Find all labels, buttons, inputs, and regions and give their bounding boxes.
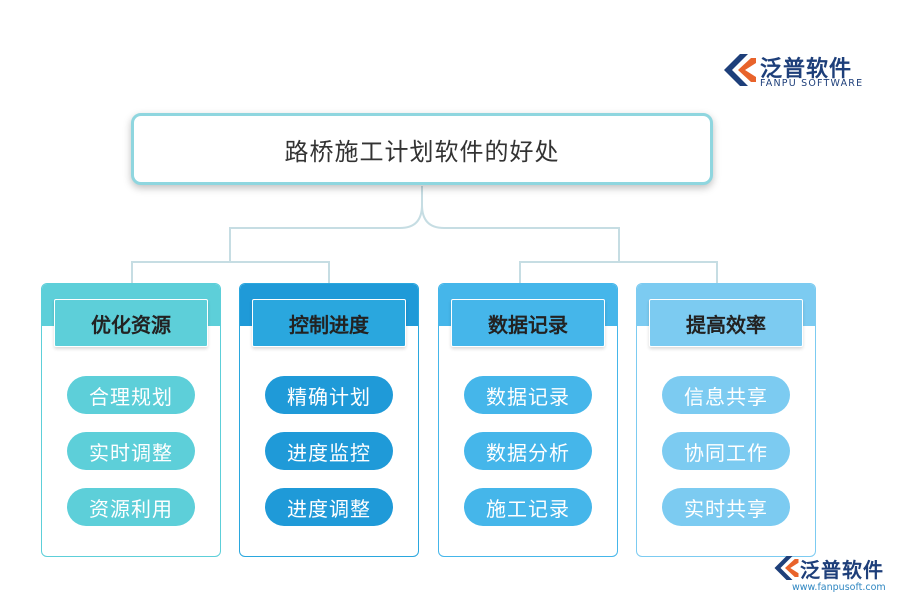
- logo-name: 泛普软件: [760, 57, 853, 82]
- item-label: 施工记录: [486, 496, 570, 521]
- column-header: 优化资源: [54, 299, 208, 347]
- item-label: 实时共享: [684, 496, 768, 521]
- item-pill: 精确计划: [265, 376, 393, 414]
- item-label: 合理规划: [89, 384, 173, 409]
- item-label: 数据分析: [486, 440, 570, 465]
- watermark-url: www.fanpusoft.com: [792, 582, 886, 593]
- column-heading: 优化资源: [91, 312, 171, 337]
- column-header: 数据记录: [451, 299, 605, 347]
- column-control-progress: 控制进度 精确计划 进度监控 进度调整: [239, 283, 419, 557]
- column-heading: 提高效率: [686, 312, 766, 337]
- item-pill: 数据分析: [464, 432, 592, 470]
- item-pill: 协同工作: [662, 432, 790, 470]
- item-label: 资源利用: [89, 496, 173, 521]
- logo: 泛普软件 FANPU SOFTWARE: [718, 50, 868, 94]
- item-label: 协同工作: [684, 440, 768, 465]
- watermark: 泛普软件 www.fanpusoft.com: [770, 553, 895, 597]
- item-pill: 进度调整: [265, 488, 393, 526]
- diagram-title: 路桥施工计划软件的好处: [284, 137, 560, 166]
- item-pill: 施工记录: [464, 488, 592, 526]
- item-pill: 数据记录: [464, 376, 592, 414]
- column-optimize-resources: 优化资源 合理规划 实时调整 资源利用: [41, 283, 221, 557]
- item-pill: 资源利用: [67, 488, 195, 526]
- item-label: 精确计划: [287, 384, 371, 409]
- title-box: 路桥施工计划软件的好处: [131, 113, 713, 185]
- item-pill: 信息共享: [662, 376, 790, 414]
- item-pill: 进度监控: [265, 432, 393, 470]
- column-data-records: 数据记录 数据记录 数据分析 施工记录: [438, 283, 618, 557]
- item-label: 数据记录: [486, 384, 570, 409]
- column-heading: 控制进度: [289, 312, 369, 337]
- column-header: 提高效率: [649, 299, 803, 347]
- item-label: 信息共享: [684, 384, 768, 409]
- fanpu-logo-icon: [774, 556, 799, 580]
- logo-subtitle: FANPU SOFTWARE: [760, 78, 864, 89]
- column-heading: 数据记录: [488, 312, 568, 337]
- item-label: 进度监控: [287, 440, 371, 465]
- item-label: 实时调整: [89, 440, 173, 465]
- fanpu-logo-icon: [724, 54, 756, 86]
- column-improve-efficiency: 提高效率 信息共享 协同工作 实时共享: [636, 283, 816, 557]
- watermark-name: 泛普软件: [800, 558, 884, 582]
- item-pill: 实时共享: [662, 488, 790, 526]
- item-pill: 合理规划: [67, 376, 195, 414]
- column-header: 控制进度: [252, 299, 406, 347]
- item-pill: 实时调整: [67, 432, 195, 470]
- item-label: 进度调整: [287, 496, 371, 521]
